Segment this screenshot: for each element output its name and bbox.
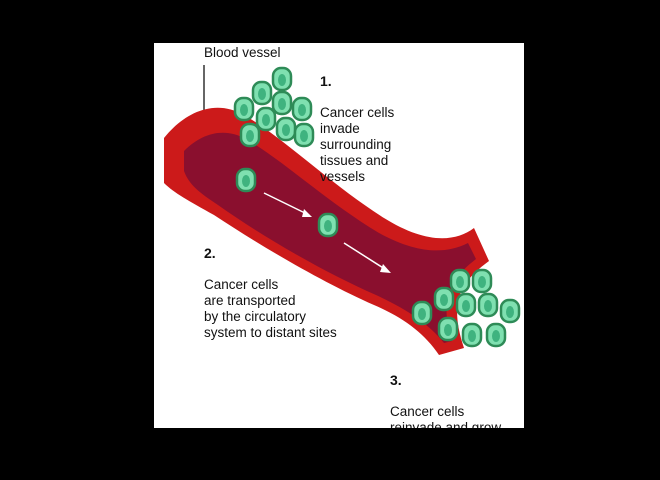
step-2-label: 2. Cancer cells are transported by the c… [204, 229, 337, 341]
cancer-cell-in-transit-1 [235, 167, 257, 193]
transport-arrow-2 [343, 242, 391, 273]
metastasis-illustration [164, 65, 521, 355]
vessel-label: Blood vessel [204, 45, 281, 60]
diagram-panel: Blood vessel 1. Cancer cells invade surr… [154, 43, 524, 428]
cancer-cell-cluster-origin [233, 66, 315, 148]
step-1-text: Cancer cells invade surrounding tissues … [320, 105, 395, 184]
step-3-number: 3. [390, 372, 402, 388]
cancer-cell-in-transit-2 [317, 212, 339, 238]
cancer-cell-cluster-new-site [411, 268, 521, 348]
step-1-number: 1. [320, 73, 332, 89]
step-1-label: 1. Cancer cells invade surrounding tissu… [320, 57, 394, 185]
step-3-label: 3. Cancer cells reinvade and grow at new… [390, 356, 501, 428]
transport-arrow-1 [263, 192, 312, 217]
step-2-number: 2. [204, 245, 216, 261]
step-2-text: Cancer cells are transported by the circ… [204, 277, 337, 340]
step-3-text: Cancer cells reinvade and grow at new lo… [390, 404, 502, 428]
vessel-lumen [184, 132, 476, 343]
